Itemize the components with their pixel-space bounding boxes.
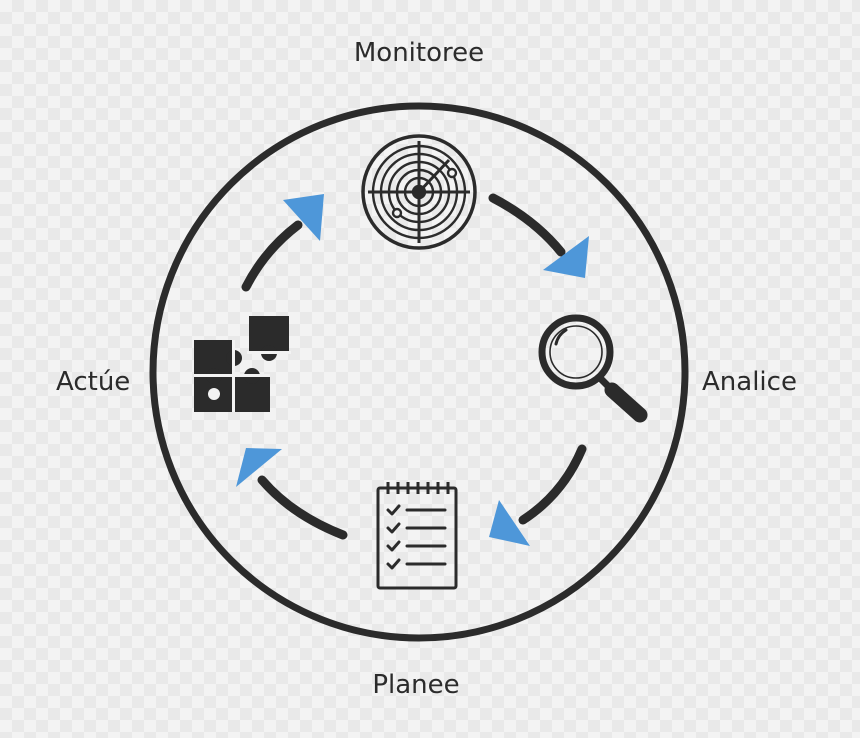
arrow-monitor-to-analyze [488,193,589,278]
arrow-plan-to-act [236,448,348,540]
radar-icon [361,134,477,250]
step-label-act: Actúe [56,367,131,397]
step-label-analyze: Analice [702,367,797,397]
puzzle-icon [194,316,291,412]
step-label-monitor: Monitoree [353,38,485,68]
checklist-icon [376,482,458,590]
arrowhead [236,448,282,487]
step-label-plan: Planee [372,670,460,700]
magnifier-icon [538,314,648,423]
arrowhead [489,500,530,546]
arrowhead [543,236,589,278]
arrow-act-to-monitor [241,194,324,292]
arrowhead [283,194,324,241]
outer-ring [149,102,689,642]
arrow-analyze-to-plan [489,444,587,546]
